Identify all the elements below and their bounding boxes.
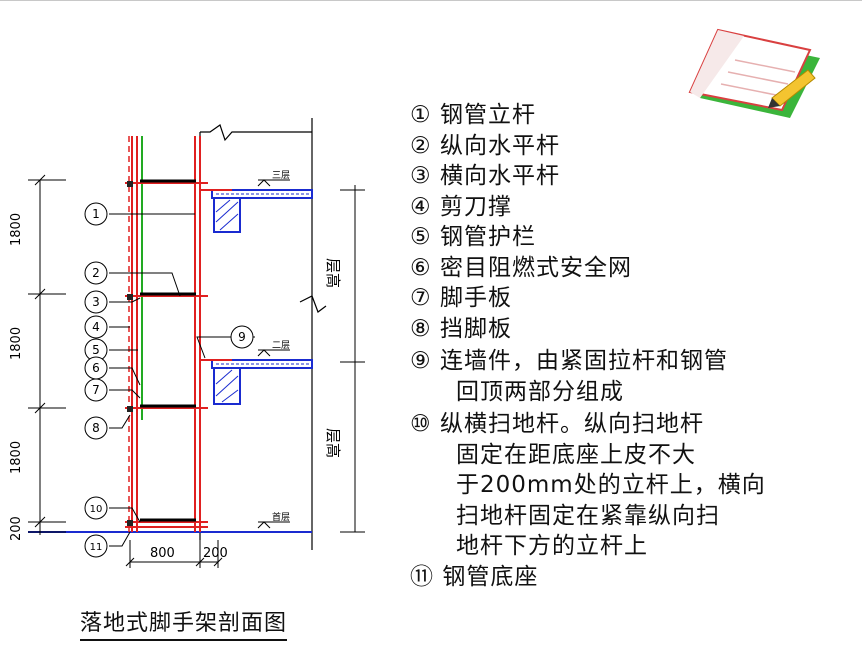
legend-number: ⑥: [410, 254, 440, 281]
callout-number: 5: [92, 343, 100, 357]
callout-number: 8: [92, 421, 100, 435]
dim-h-200: 200: [203, 546, 228, 561]
legend-text: 纵向水平杆: [439, 132, 560, 159]
legend-text: 挡脚板: [439, 315, 512, 342]
legend-item: ⑪ 钢管底座: [410, 562, 860, 593]
dim-h-800: 800: [150, 546, 175, 561]
notebook-pencil-icon: [688, 28, 820, 118]
callout-number: 9: [238, 330, 246, 344]
legend-number: ⑪: [410, 563, 443, 590]
callout-circle: [84, 261, 108, 285]
callout-leader: [109, 507, 141, 523]
callout-leader: [109, 297, 141, 303]
callout-leader: [109, 531, 131, 547]
legend-text-continued: 扫地杆固定在紧靠纵向扫: [456, 502, 720, 529]
legend-number: ⑨: [410, 348, 440, 374]
callout-number: 4: [92, 320, 100, 334]
legend-text: 钢管护栏: [439, 224, 536, 250]
diagram-caption: 落地式脚手架剖面图: [80, 605, 288, 641]
vertical-dimension-line: [28, 174, 66, 535]
callout-circle: [84, 315, 108, 339]
callout-leader: [109, 414, 131, 429]
callout-number: 1: [92, 207, 100, 221]
building-structure: [199, 118, 327, 550]
callout-number: 10: [90, 504, 103, 515]
legend-number: ①: [410, 102, 440, 128]
floor-label-upper: 层高: [324, 258, 342, 288]
elev-mark-3: 三层: [272, 170, 290, 181]
legend-text: 密目阻燃式安全网: [439, 254, 632, 281]
legend-number: ⑦: [410, 285, 440, 311]
floor-slab-upper: [211, 189, 313, 233]
legend-number: ③: [410, 163, 440, 189]
dim-v-3: 1800: [9, 441, 24, 474]
legend-number: ④: [410, 193, 440, 220]
floor-label-lower: 层高: [324, 428, 342, 458]
legend-number: ⑤: [410, 224, 440, 250]
callout-leader: [109, 272, 181, 297]
dim-v-4: 200: [9, 516, 24, 541]
legend-item: ④ 剪刀撑: [410, 192, 860, 223]
legend-item: ⑩ 纵横扫地杆。纵向扫地杆固定在距底座上皮不大于200mm处的立杆上，横向扫地杆…: [410, 409, 860, 562]
horizontal-bars: [125, 182, 232, 528]
legend-item: ⑧ 挡脚板: [410, 314, 860, 345]
elev-mark-2: 二层: [272, 340, 290, 351]
scaffold-poles: [128, 136, 201, 532]
legend-text-continued: 回顶两部分组成: [456, 378, 624, 405]
top-divider: [0, 0, 862, 1]
legend-number: ⑩: [410, 411, 440, 437]
callout-circle: [84, 202, 108, 226]
callout-number: 2: [92, 266, 100, 280]
legend-text: 脚手板: [439, 285, 512, 311]
dim-v-1: 1800: [9, 213, 24, 246]
legend-text: 连墙件，由紧固拉杆和钢管: [439, 348, 728, 374]
legend-item: ③ 横向水平杆: [410, 161, 860, 192]
legend-item: ⑦ 脚手板: [410, 283, 860, 314]
legend-item: ① 钢管立杆: [410, 100, 860, 131]
callout-number: 3: [92, 295, 100, 309]
legend-text: 横向水平杆: [439, 163, 560, 189]
legend-item: ⑨ 连墙件，由紧固拉杆和钢管回顶两部分组成: [410, 346, 860, 407]
callout-circle: [84, 290, 108, 314]
legend-text: 钢管立杆: [439, 102, 536, 128]
legend-item: ⑤ 钢管护栏: [410, 222, 860, 253]
callout-circle: [84, 378, 108, 402]
callout-leader: [109, 367, 141, 386]
callout-number: 7: [92, 383, 100, 397]
legend-number: ②: [410, 132, 440, 159]
floor-slab-lower: [211, 359, 313, 405]
legend-text-continued: 地杆下方的立杆上: [456, 533, 648, 559]
legend-text-continued: 于200mm处的立杆上，横向: [456, 472, 766, 498]
legend-text: 剪刀撑: [439, 193, 512, 220]
legend-text-continued: 固定在距底座上皮不大: [456, 441, 696, 468]
callout-number: 6: [92, 361, 100, 375]
legend-item: ⑥ 密目阻燃式安全网: [410, 253, 860, 284]
callout-group: 1 2 3 4 5 6 7 8 9 10 11: [84, 202, 255, 558]
callout-circle: [84, 534, 108, 558]
callout-circle: [230, 325, 254, 349]
elev-mark-1: 首层: [272, 511, 290, 523]
callout-circle: [84, 496, 108, 520]
callout-number: 11: [90, 542, 103, 553]
callout-circle: [84, 416, 108, 440]
legend-text: 钢管底座: [442, 563, 539, 590]
legend-number: ⑧: [410, 315, 440, 342]
dim-v-2: 1800: [9, 327, 24, 360]
legend-item: ② 纵向水平杆: [410, 131, 860, 162]
scaffold-boards: [140, 179, 196, 522]
legend-text: 纵横扫地杆。纵向扫地杆: [439, 411, 704, 437]
callout-leader: [109, 389, 141, 399]
